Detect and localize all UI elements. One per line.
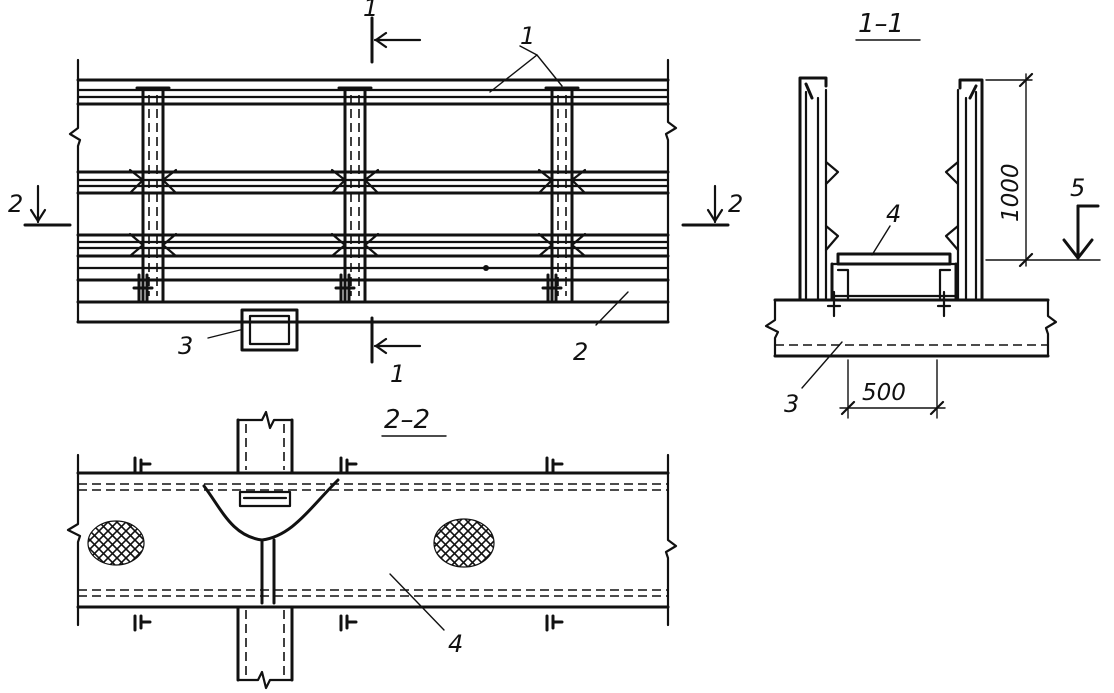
section-1-1-title: 1–1 — [858, 9, 904, 39]
section-1-1: 1–1 — [764, 9, 1101, 419]
column-bottom — [236, 605, 294, 690]
middle-rail — [76, 170, 670, 195]
callout-4-plan: 4 — [448, 630, 463, 658]
box-section — [240, 308, 299, 352]
post-3 — [537, 86, 587, 304]
cut-2-left-label: 2 — [8, 190, 23, 218]
cut-1-bottom — [370, 316, 422, 364]
callout-2: 2 — [573, 338, 588, 366]
leader-1 — [489, 45, 563, 93]
level-mark — [1062, 204, 1100, 260]
mesh-hatch-left — [87, 520, 145, 566]
leader-3b — [801, 341, 843, 389]
callout-1: 1 — [520, 22, 535, 50]
cut-1-bottom-label: 1 — [390, 360, 405, 388]
callout-3-section: 3 — [784, 390, 799, 418]
dim-height — [985, 72, 1101, 268]
dim-width — [839, 359, 946, 419]
post-2 — [330, 86, 380, 304]
cut-2-left — [23, 184, 72, 227]
flared-joint — [202, 478, 340, 605]
column-top — [236, 410, 294, 475]
cut-2-right-label: 2 — [728, 190, 743, 218]
callout-3: 3 — [178, 332, 193, 360]
plan-slab — [66, 453, 678, 627]
base-beam — [764, 298, 1058, 358]
cut-1-top-label: 1 — [363, 0, 378, 22]
section-2-2: 2–2 — [66, 405, 678, 690]
anchor-bolts — [826, 290, 952, 318]
bolt-dot — [483, 265, 489, 271]
post-1 — [128, 86, 178, 304]
right-wall — [944, 78, 984, 302]
mesh-hatch-right — [433, 518, 495, 568]
top-rail — [76, 78, 670, 106]
callout-4: 4 — [886, 200, 901, 228]
dim-height-value: 1000 — [998, 163, 1024, 222]
cut-1-top — [370, 16, 422, 64]
right-break-line — [664, 58, 678, 324]
elevation-view: 1 1 2 2 1 2 3 — [8, 0, 743, 388]
left-wall — [798, 76, 840, 302]
embedded-plates — [133, 456, 564, 632]
cut-2-right — [681, 184, 730, 227]
dim-width-value: 500 — [862, 380, 906, 406]
slab-4 — [830, 252, 958, 302]
section-2-2-title: 2–2 — [384, 405, 430, 435]
left-break-line — [68, 58, 82, 324]
leader-3 — [207, 329, 241, 339]
leader-4 — [871, 225, 891, 256]
callout-5: 5 — [1070, 174, 1085, 202]
leader-2 — [595, 291, 629, 326]
leader-4-plan — [389, 573, 445, 631]
